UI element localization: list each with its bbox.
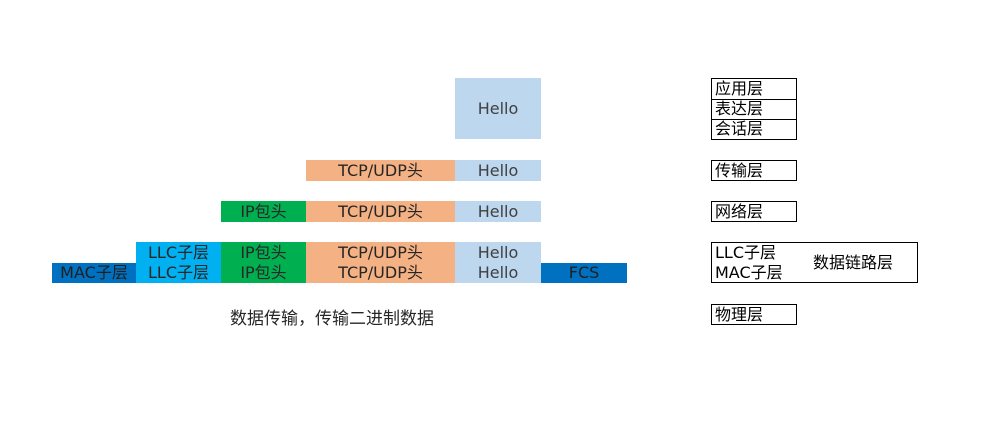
tcp-udp-header-text: TCP/UDP头 — [338, 242, 423, 262]
tcp-udp-header-text: TCP/UDP头 — [338, 263, 423, 282]
layer-label-llc-sublayer: LLC子层 — [715, 243, 777, 262]
tcp-udp-header-transport: TCP/UDP头 — [306, 160, 455, 181]
payload-block-network: Hello — [455, 201, 541, 222]
payload-text: Hello — [477, 263, 519, 282]
tcp-udp-header-network: TCP/UDP头 — [306, 201, 455, 222]
layer-label-application: 应用层 — [715, 79, 764, 98]
payload-text: Hello — [477, 201, 519, 221]
llc-header-frame: LLC子层 — [136, 242, 221, 263]
layer-divider — [712, 99, 796, 100]
llc-header-mac-frame: LLC子层 — [136, 263, 221, 283]
ip-header-text: IP包头 — [240, 201, 287, 221]
ip-header-text: IP包头 — [240, 263, 287, 282]
tcp-udp-header-text: TCP/UDP头 — [338, 201, 423, 221]
layer-label-mac-sublayer: MAC子层 — [715, 263, 783, 282]
physical-transmission-caption: 数据传输，传输二进制数据 — [230, 309, 434, 329]
tcp-udp-header-llc-frame: TCP/UDP头 — [306, 242, 455, 263]
layer-divider — [712, 119, 796, 120]
fcs-text: FCS — [568, 263, 600, 282]
layer-box-transport: 传输层 — [711, 160, 797, 181]
ip-header-mac-frame: IP包头 — [221, 263, 306, 283]
layer-box-physical: 物理层 — [711, 304, 797, 325]
fcs-trailer: FCS — [541, 263, 627, 283]
payload-text: Hello — [477, 242, 519, 262]
layer-label-physical: 物理层 — [715, 305, 764, 324]
payload-text: Hello — [477, 160, 519, 180]
layer-label-presentation: 表达层 — [715, 99, 764, 118]
payload-text: Hello — [477, 98, 519, 118]
tcp-udp-header-text: TCP/UDP头 — [338, 160, 423, 180]
ip-header-text: IP包头 — [240, 242, 287, 262]
layer-label-network: 网络层 — [715, 202, 764, 221]
llc-header-text: LLC子层 — [147, 263, 209, 282]
ip-header-network: IP包头 — [221, 201, 306, 222]
payload-block-app: Hello — [455, 78, 541, 139]
ip-header-llc-frame: IP包头 — [221, 242, 306, 263]
layer-box-network: 网络层 — [711, 201, 797, 222]
payload-block-llc-frame: Hello — [455, 242, 541, 263]
payload-block-mac-frame: Hello — [455, 263, 541, 283]
payload-block-transport: Hello — [455, 160, 541, 181]
layer-label-session: 会话层 — [715, 119, 764, 138]
layer-label-transport: 传输层 — [715, 161, 764, 180]
layer-box-upper: 应用层 表达层 会话层 — [711, 78, 797, 140]
mac-header-frame: MAC子层 — [52, 263, 136, 283]
tcp-udp-header-mac-frame: TCP/UDP头 — [306, 263, 455, 283]
llc-header-text: LLC子层 — [147, 242, 209, 262]
layer-label-data-link: 数据链路层 — [813, 253, 894, 272]
layer-box-data-link: LLC子层 MAC子层 数据链路层 — [711, 242, 918, 283]
mac-header-text: MAC子层 — [60, 263, 128, 282]
